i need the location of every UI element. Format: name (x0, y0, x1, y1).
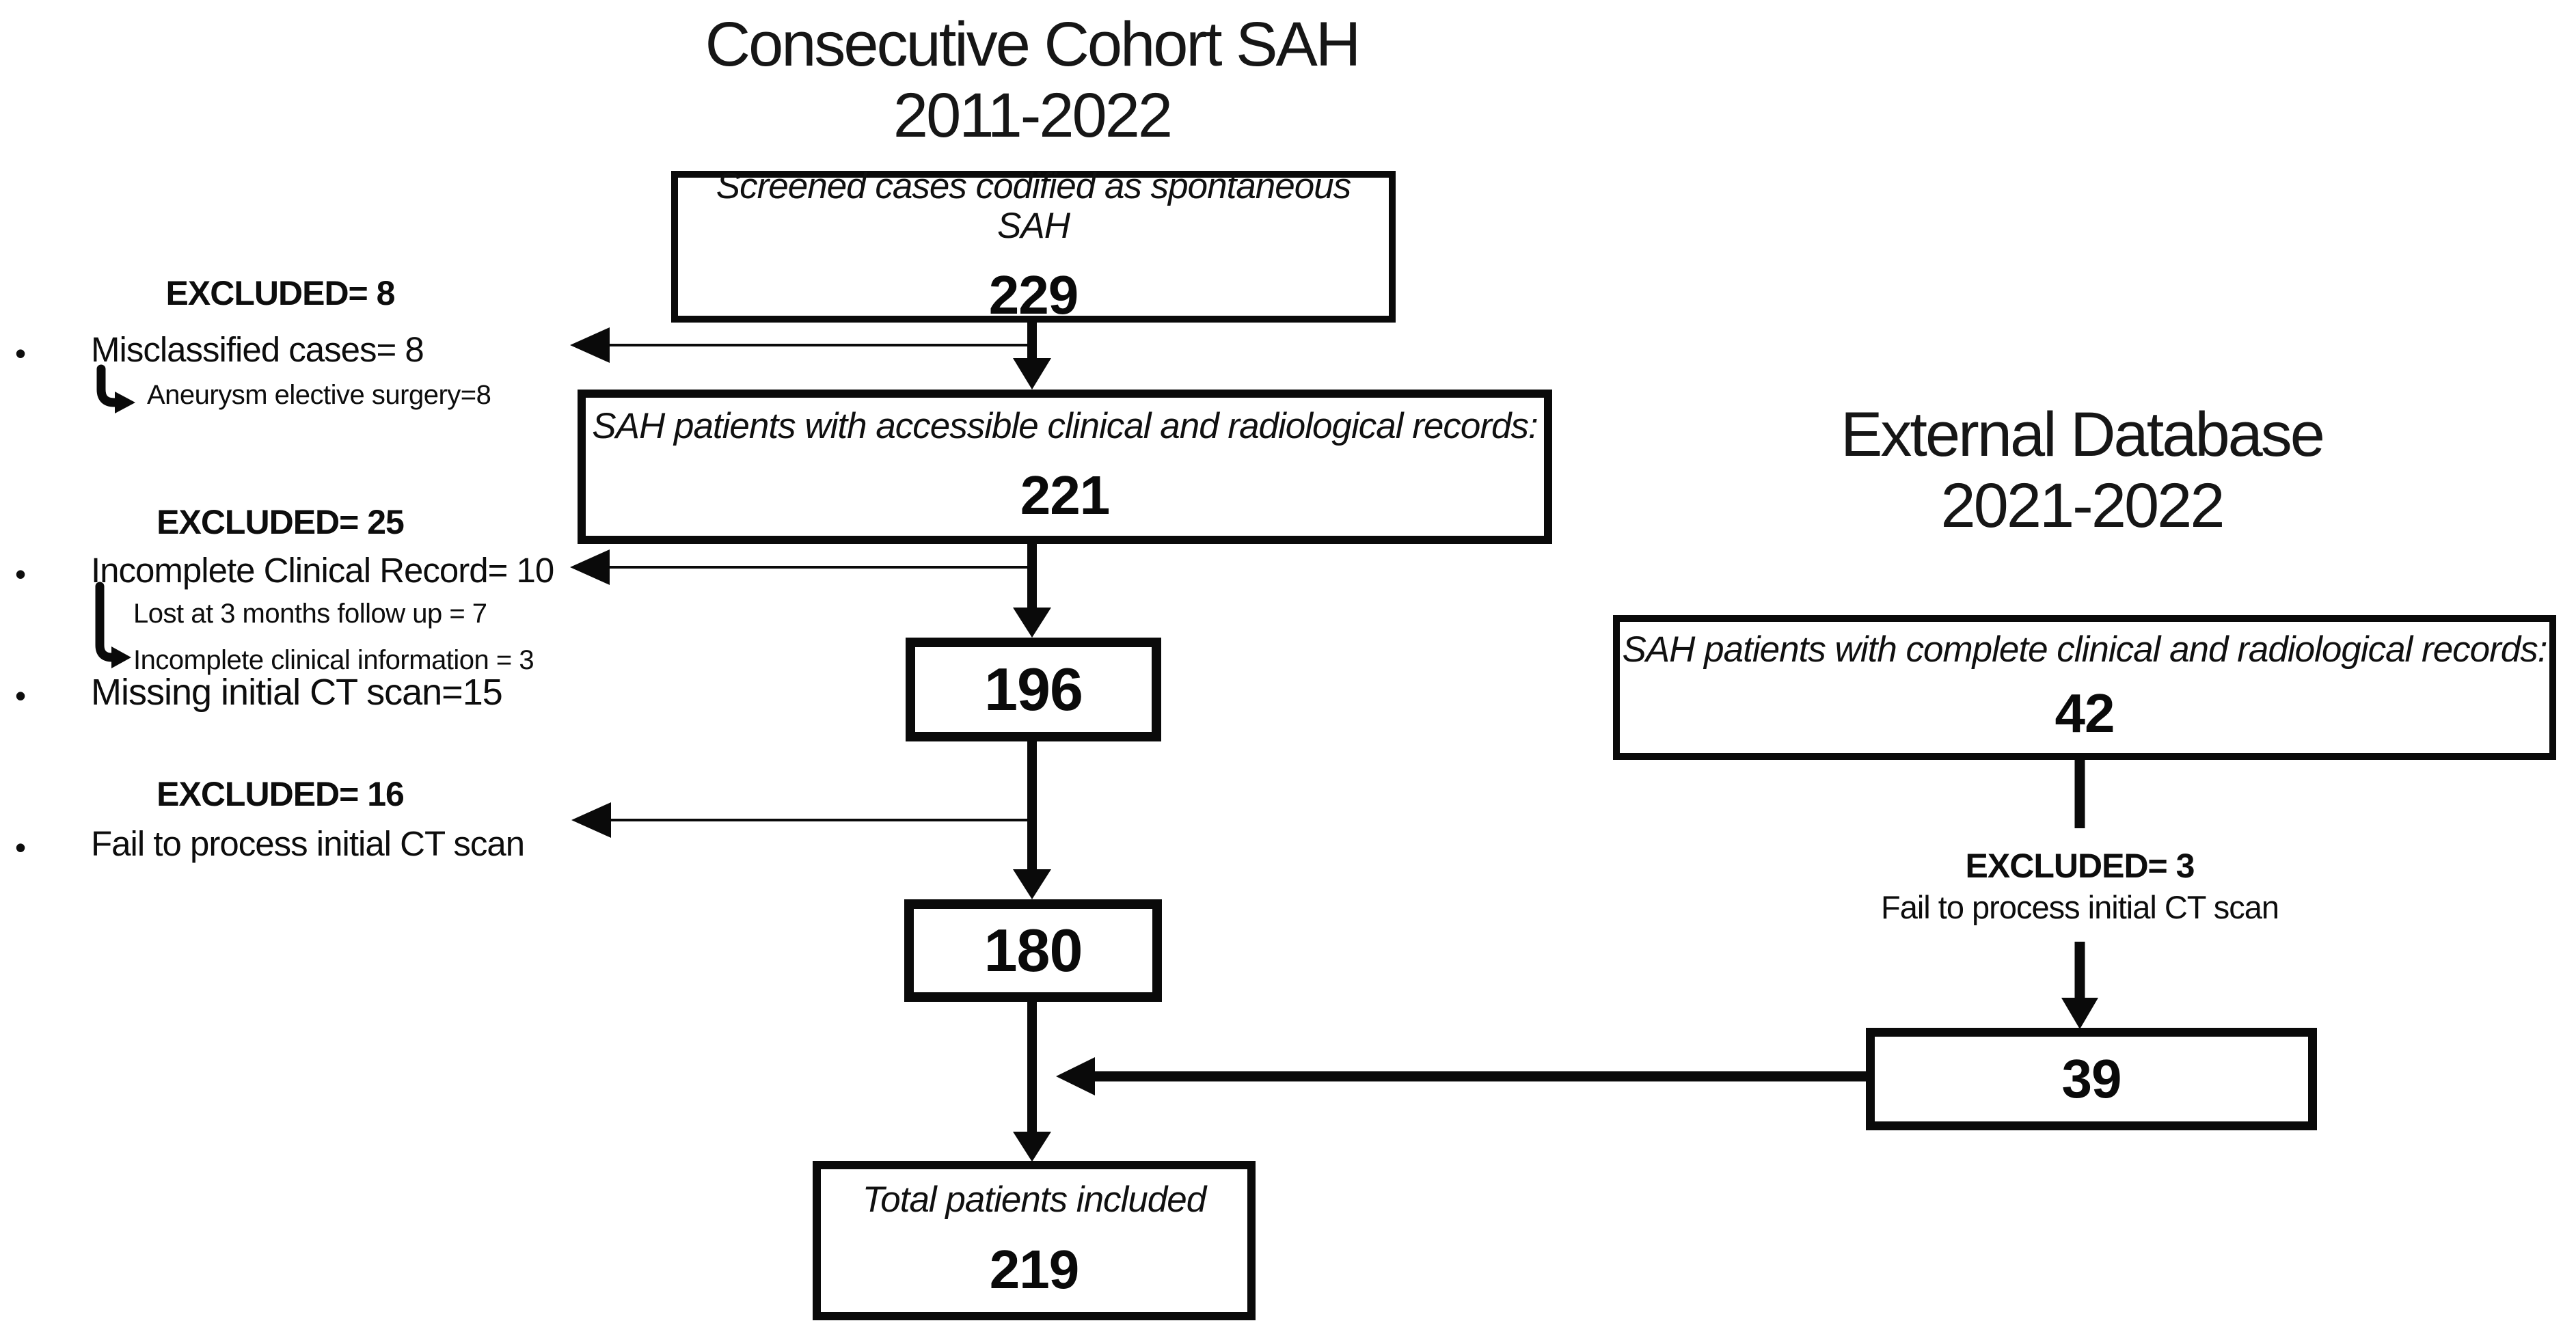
exclusion-block2-sub2: Incomplete clinical information = 3 (133, 645, 534, 675)
exclusion-block3-header: EXCLUDED= 16 (157, 775, 405, 813)
box-total: Total patients included 219 (813, 1161, 1256, 1320)
thin-arrow-excluded-25 (570, 549, 1033, 585)
box-accessible-value: 221 (1020, 465, 1110, 526)
cohort-title: Consecutive Cohort SAH 2011-2022 (554, 10, 1510, 152)
bullet-icon: • (15, 556, 27, 592)
exclusion-block3-item1: Fail to process initial CT scan (91, 824, 525, 863)
arrow-180-to-total (1013, 1000, 1051, 1162)
box-external-42-value: 42 (2055, 683, 2115, 744)
exclusion-block2-item1: Incomplete Clinical Record= 10 (91, 551, 554, 590)
box-total-value: 219 (989, 1238, 1079, 1300)
arrow-screened-to-accessible (1013, 321, 1051, 390)
arrow-39-to-main-flow (1056, 1057, 1870, 1095)
exclusion-block4-item1: Fail to process initial CT scan (1881, 889, 2279, 925)
bullet-icon: • (15, 678, 27, 713)
exclusion-block1-item1: Misclassified cases= 8 (91, 330, 424, 369)
cohort-title-line2: 2011-2022 (893, 80, 1173, 150)
thin-arrow-excluded-16 (571, 802, 1033, 838)
box-external-42-label: SAH patients with complete clinical and … (1622, 629, 2547, 670)
exclusion-block1-header: EXCLUDED= 8 (165, 274, 396, 312)
external-title-line2: 2021-2022 (1940, 470, 2225, 541)
bullet-icon: • (15, 830, 27, 865)
box-196: 196 (906, 638, 1161, 741)
box-screened-value: 229 (988, 264, 1079, 326)
external-title: External Database 2021-2022 (1603, 400, 2560, 542)
box-accessible-label: SAH patients with accessible clinical an… (592, 405, 1538, 446)
arrow-196-to-180 (1013, 740, 1051, 899)
box-196-value: 196 (984, 655, 1083, 723)
exclusion-block2-sub1: Lost at 3 months follow up = 7 (133, 599, 487, 629)
bullet-icon: • (15, 336, 27, 371)
box-screened-label: Screened cases codified as spontaneous S… (716, 165, 1351, 246)
elbow-arrow-icon (95, 582, 131, 668)
box-total-label: Total patients included (862, 1180, 1206, 1221)
exclusion-block1-sub1: Aneurysm elective surgery=8 (147, 380, 491, 410)
box-180: 180 (904, 899, 1162, 1002)
box-screened: Screened cases codified as spontaneous S… (671, 166, 1396, 325)
box-180-value: 180 (984, 916, 1083, 984)
box-external-39: 39 (1866, 1028, 2317, 1130)
external-title-line1: External Database (1841, 400, 2325, 469)
arrow-excluded3-to-39 (2061, 942, 2098, 1029)
thin-arrow-excluded-8 (570, 327, 1033, 363)
exclusion-block2-header: EXCLUDED= 25 (157, 503, 405, 541)
exclusion-block2-item2: Missing initial CT scan=15 (91, 672, 503, 713)
box-accessible: SAH patients with accessible clinical an… (578, 390, 1552, 544)
exclusion-block4-header: EXCLUDED= 3 (1965, 847, 2195, 885)
cohort-title-line1: Consecutive Cohort SAH (705, 10, 1361, 79)
elbow-arrow-icon (96, 364, 135, 413)
arrow-accessible-to-196 (1013, 543, 1051, 638)
box-external-42: SAH patients with complete clinical and … (1613, 615, 2556, 760)
box-external-39-value: 39 (2061, 1048, 2122, 1109)
